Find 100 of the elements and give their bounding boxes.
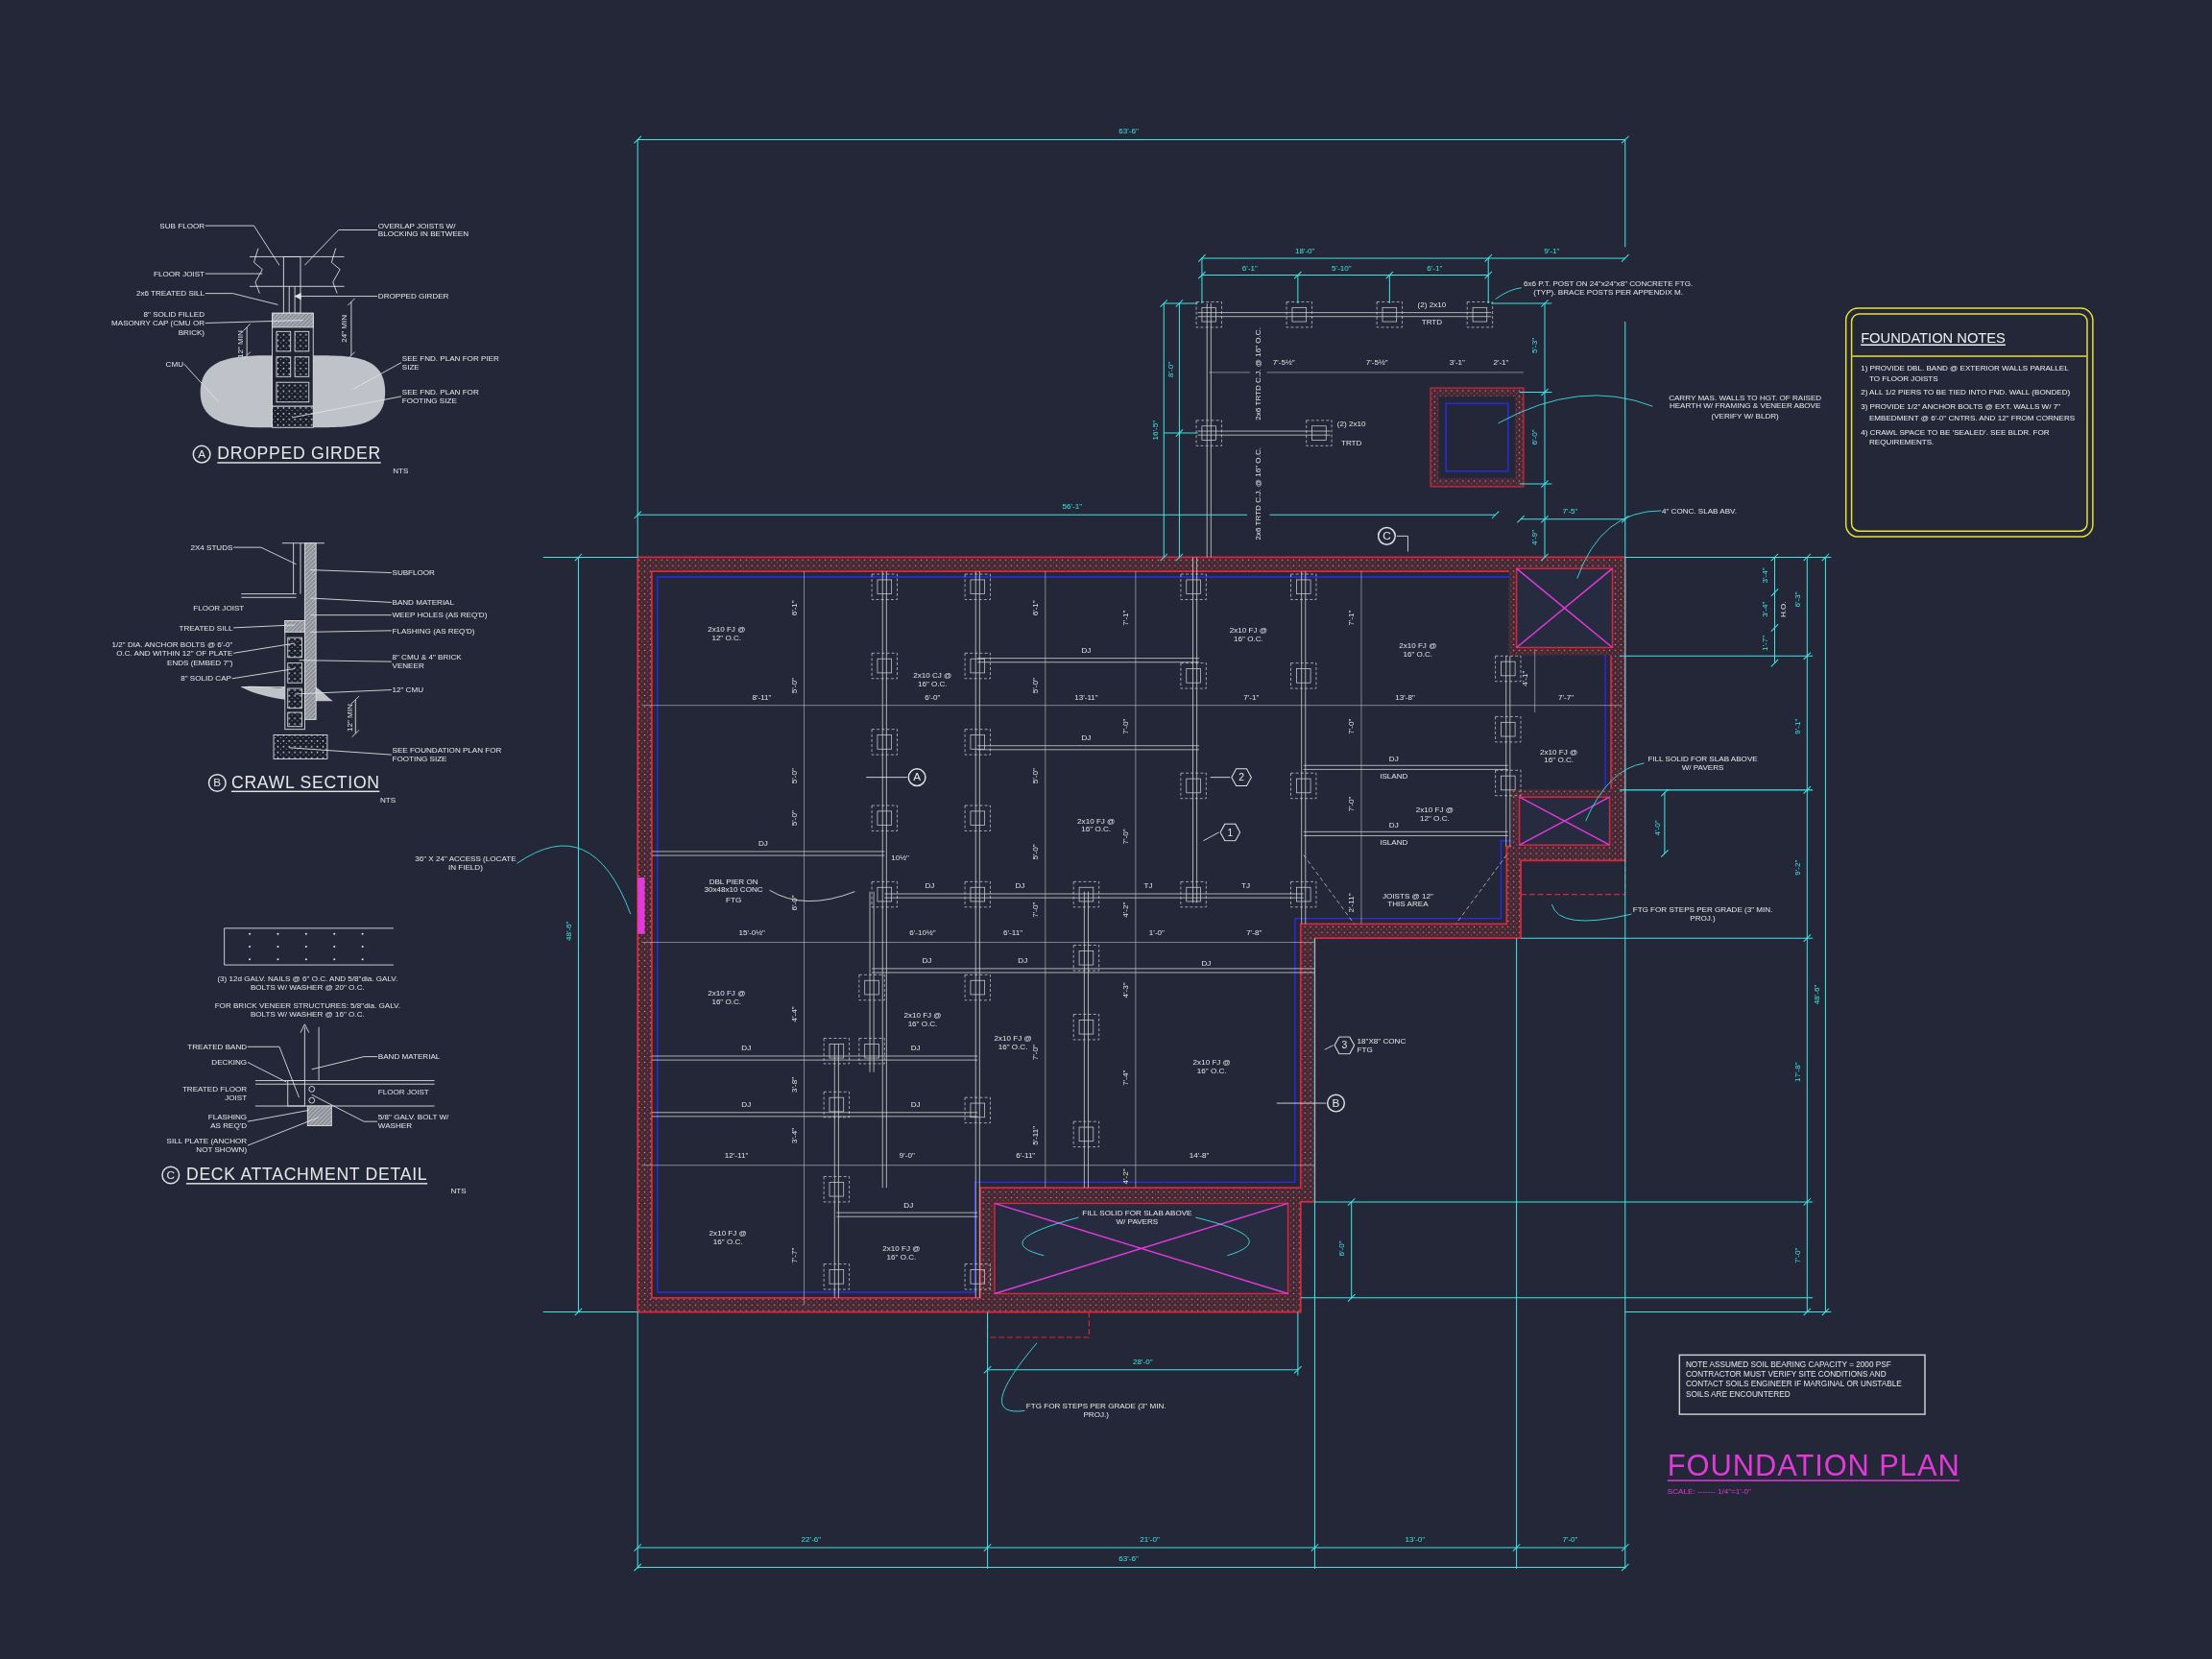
leader-line bbox=[247, 1062, 287, 1083]
callout-text: 8" SOLID CAP bbox=[180, 674, 231, 684]
plan-note: CARRY MAS. WALLS TO HGT. OF RAISED HEARTH W/ FRAMING & VENEER ABOVE (VERIFY W/ BLDR) bbox=[1653, 393, 1838, 421]
dimension-text: 4'-1" bbox=[1520, 670, 1530, 686]
callout-text: 2x6 TREATED SILL bbox=[135, 289, 205, 299]
dimension-text: 6'-11" bbox=[1003, 927, 1023, 937]
annotation-text: NTS bbox=[380, 795, 397, 805]
leader-line bbox=[1551, 903, 1632, 922]
annotation-text: 2x10 FJ @ 16" O.C. bbox=[1398, 641, 1438, 660]
annotation-text: DJ bbox=[741, 1044, 752, 1053]
dimension-text: 18'-0" bbox=[1294, 246, 1315, 256]
callout-text: OVERLAP JOISTS W/ BLOCKING IN BETWEEN bbox=[377, 221, 492, 239]
leader-line bbox=[517, 845, 632, 915]
leader-line bbox=[232, 624, 296, 629]
dimension-text: 13'-0" bbox=[1405, 1534, 1426, 1544]
dimension-text: 12'-11" bbox=[724, 1150, 749, 1161]
dimension-text: 4'-2" bbox=[1120, 1168, 1131, 1185]
plan-note: 4" CONC. SLAB ABV. bbox=[1661, 506, 1737, 516]
dimension-text: 16'-5" bbox=[1150, 420, 1161, 441]
leader-line bbox=[303, 229, 378, 266]
annotation-text: 2x10 FJ @ 12" O.C. bbox=[1414, 805, 1455, 824]
dimension-text: 13'-8" bbox=[1395, 692, 1415, 702]
annotation-text: (3) 12d GALV. NAILS @ 6" O.C. AND 5/8"dia. GALV. BOLTS W/ WASHER @ 20" O.C. bbox=[216, 974, 399, 993]
callout-text: WEEP HOLES (AS REQ'D) bbox=[392, 611, 488, 620]
leader-line bbox=[1022, 1216, 1079, 1257]
callout-text: 18"X8" CONC FTG bbox=[1357, 1036, 1407, 1055]
annotation-text: DJ bbox=[922, 956, 932, 966]
annotation-text: DJ bbox=[1388, 754, 1399, 764]
annotation-text: (2) 2x10 bbox=[1336, 419, 1366, 428]
dimension-text: 6'-1" bbox=[1030, 600, 1041, 616]
dimension-text: 7'-1" bbox=[1120, 610, 1131, 626]
dimension-text: 7'-0" bbox=[1347, 796, 1357, 812]
dimension-text: 7'-0" bbox=[1120, 718, 1131, 734]
detail-title: CRAWL SECTION bbox=[231, 773, 380, 793]
dimension-text: 5'-0" bbox=[789, 810, 799, 827]
callout-text: TREATED BAND bbox=[187, 1042, 248, 1051]
dimension-text: 6'-1" bbox=[1241, 263, 1258, 273]
leader-line bbox=[1210, 777, 1231, 779]
annotation-text: DJ bbox=[1018, 956, 1028, 966]
leader-line bbox=[1498, 395, 1653, 424]
dimension-text: 5'-0" bbox=[1030, 678, 1041, 694]
dimension-text: 3'-8" bbox=[789, 1076, 799, 1093]
annotation-text: 2x10 FJ @ 16" O.C. bbox=[1228, 625, 1269, 644]
leader-line bbox=[247, 1046, 300, 1098]
annotation-text: 2x10 FJ @ 16" O.C. bbox=[1539, 747, 1579, 765]
dimension-text: 3'-1" bbox=[1449, 358, 1465, 368]
callout-text: SEE FND. PLAN FOR FOOTING SIZE bbox=[401, 387, 513, 406]
callout-text: 8" SOLID FILLED MASONRY CAP (CMU OR BRICK) bbox=[106, 309, 205, 337]
dimension-text: 7'-0" bbox=[1562, 1534, 1578, 1544]
dimension-text: 8'-0" bbox=[1166, 361, 1176, 378]
dimension-text: 5'-0" bbox=[1030, 844, 1041, 860]
leader-line bbox=[232, 546, 297, 565]
leader-line bbox=[1202, 831, 1219, 842]
note-box: NOTE ASSUMED SOIL BEARING CAPACITY = 2000 PSF CONTRACTOR MUST VERIFY SITE CONDITIONS AND CONTACT SOILS ENGINEER IF MARGINAL OR UNSTABLE SOILS ARE ENCOUNTERED bbox=[1678, 1354, 1926, 1415]
callout-text: DROPPED GIRDER bbox=[377, 291, 449, 301]
dimension-text: 7'-8" bbox=[1246, 927, 1262, 937]
callout-text: BAND MATERIAL bbox=[392, 597, 454, 608]
plan-note: FTG FOR STEPS PER GRADE (3" MIN. PROJ.) bbox=[1632, 904, 1774, 924]
dimension-text: 2x6 TRTD C.J. @ 16" O.C. bbox=[1254, 327, 1263, 421]
callout-text: BAND MATERIAL bbox=[377, 1051, 441, 1062]
dimension-text: 13'-11" bbox=[1074, 692, 1098, 702]
dimension-text: 5'-0" bbox=[789, 678, 799, 694]
dimension-text: 4'-3" bbox=[1120, 982, 1131, 998]
dimension-text: H.O. bbox=[1778, 601, 1788, 618]
dimension-text: 12" MIN bbox=[235, 330, 245, 358]
callout-text: FLOOR JOIST bbox=[154, 269, 205, 278]
dimension-text: 56'-1" bbox=[1062, 501, 1083, 512]
plan-note: 6x6 P.T. POST ON 24"x24"x8" CONCRETE FTG. (TYP). BRACE POSTS PER APPENDIX M. bbox=[1522, 278, 1695, 298]
detail-title: DROPPED GIRDER bbox=[217, 445, 381, 464]
annotation-text: DJ bbox=[1015, 881, 1025, 891]
dimension-text: 5'-3" bbox=[1530, 337, 1540, 354]
dimension-text: 5'-10" bbox=[1332, 263, 1352, 273]
annotation-text: ISLAND bbox=[1380, 771, 1408, 781]
dimension-text: 24" MIN bbox=[339, 314, 349, 343]
callout-text: SUB FLOOR bbox=[159, 221, 205, 230]
dimension-text: 7'-0" bbox=[1030, 902, 1041, 918]
leader-line bbox=[1495, 287, 1523, 300]
annotation-text: 2x10 CJ @ 16" O.C. bbox=[912, 671, 953, 689]
plan-note: FTG FOR STEPS PER GRADE (3" MIN. PROJ.) bbox=[1025, 1402, 1167, 1420]
dimension-text: 9'-1" bbox=[1792, 718, 1802, 734]
dimension-text: 1'-0" bbox=[1148, 927, 1165, 937]
dimension-text: 6'-1" bbox=[789, 600, 799, 616]
annotation-text: DJ bbox=[1388, 820, 1399, 830]
callout-text: SILL PLATE (ANCHOR NOT SHOWN) bbox=[154, 1136, 248, 1155]
dimension-text: 2x6 TRTD C.J. @ 16" O.C. bbox=[1254, 447, 1263, 541]
annotation-text: 2x10 FJ @ 16" O.C. bbox=[1076, 816, 1117, 834]
callout-text: FLASHING (AS REQ'D) bbox=[392, 626, 475, 636]
callout-text: SEE FOUNDATION PLAN FOR FOOTING SIZE bbox=[392, 745, 506, 764]
annotation-text: 2x10 FJ @ 16" O.C. bbox=[881, 1243, 922, 1262]
dimension-text: 8'-11" bbox=[752, 692, 772, 702]
leader-line bbox=[1324, 1045, 1334, 1050]
leader-line bbox=[291, 396, 402, 419]
dimension-text: 7'-0" bbox=[1792, 1247, 1802, 1263]
leader-line bbox=[294, 689, 393, 695]
annotation-text: 2x10 FJ @ 16" O.C. bbox=[708, 1228, 748, 1246]
note-item: 4) CRAWL SPACE TO BE 'SEALED'. SEE BLDR. FOR REQUIREMENTS. bbox=[1861, 426, 2051, 447]
annotation-text: (2) 2x10 bbox=[1417, 300, 1447, 310]
dimension-text: 22'-6" bbox=[801, 1534, 822, 1544]
annotation-text: FLOOR JOIST bbox=[377, 1087, 429, 1096]
notes-heading: FOUNDATION NOTES bbox=[1861, 329, 2006, 346]
